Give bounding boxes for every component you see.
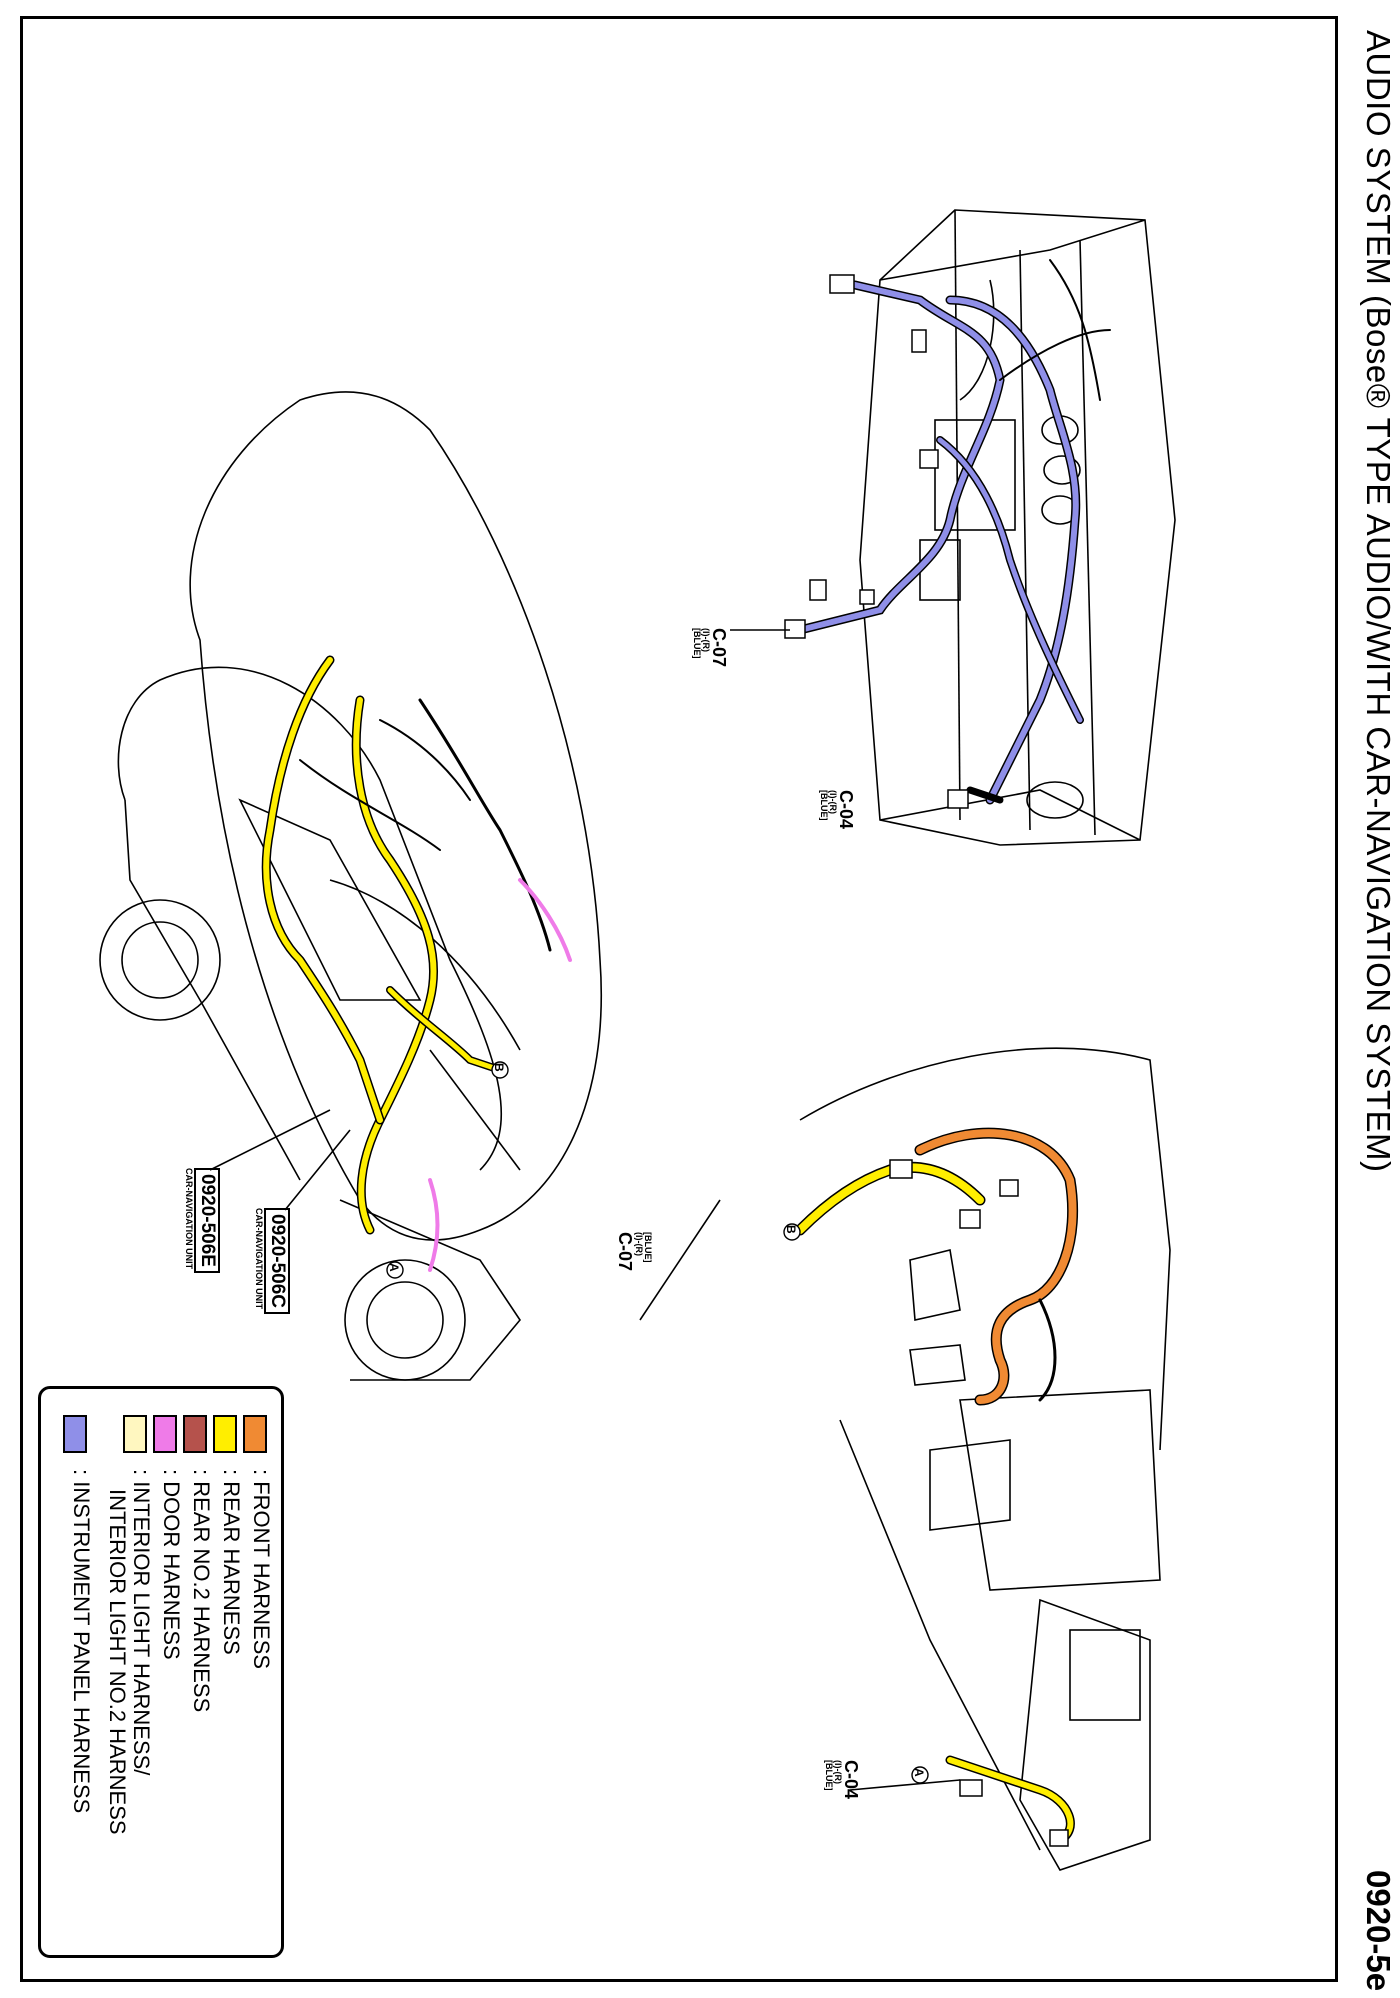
legend-swatch-front (243, 1415, 267, 1453)
legend-swatch-rear2 (183, 1415, 207, 1453)
legend-label-interior-2: INTERIOR LIGHT NO.2 HARNESS (105, 1489, 130, 1835)
legend-label-rear: : REAR HARNESS (219, 1469, 244, 1655)
unit-code: 0920-506C (264, 1208, 290, 1315)
car-harness-routing (261, 655, 572, 1272)
marker-b-car (491, 1061, 509, 1079)
car-body-drawing (99, 391, 602, 1381)
floor-harness-routing (794, 1127, 1079, 1845)
legend-label-door: : DOOR HARNESS (159, 1469, 184, 1660)
page-frame (20, 16, 1338, 1982)
legend-swatch-ip (63, 1415, 87, 1453)
connector-label-c04-floor: C-04 (I)-(R) [BLUE] (824, 1760, 861, 1800)
unit-code: 0920-506E (194, 1168, 220, 1273)
nav-unit-label-c: 0920-506C CAR-NAVIGATION UNIT (254, 1208, 290, 1315)
connector-spec: (I)-(R) (634, 1232, 644, 1256)
floor-connectors (889, 1159, 1069, 1847)
legend-swatch-door (153, 1415, 177, 1453)
connector-id: C-07 (615, 1232, 635, 1272)
marker-a-car-label: A (387, 1263, 401, 1272)
marker-b-floor-label: B (784, 1225, 798, 1234)
legend-label-interior: : INTERIOR LIGHT HARNESS/ (129, 1469, 154, 1776)
marker-a-floor-label: A (912, 1768, 926, 1777)
marker-b-car-label: B (492, 1063, 506, 1072)
leader-c04-dash (639, 1199, 721, 1321)
connector-color: [BLUE] (819, 790, 829, 821)
connector-label-c07-car: [BLUE] (I)-(R) C-07 (615, 1232, 653, 1272)
connector-color: [BLUE] (643, 1232, 653, 1263)
legend-swatch-interior (123, 1415, 147, 1453)
connector-id: C-07 (709, 628, 729, 668)
unit-caption: CAR-NAVIGATION UNIT (184, 1168, 194, 1270)
legend-label-ip: : INSTRUMENT PANEL HARNESS (69, 1469, 94, 1814)
connector-label-c04-dash: C-04 (I)-(R) [BLUE] (819, 790, 856, 830)
marker-b-floor (783, 1223, 801, 1241)
harness-legend: : FRONT HARNESS : REAR HARNESS : REAR NO… (38, 1386, 284, 1958)
connector-color: [BLUE] (692, 628, 702, 659)
unit-caption: CAR-NAVIGATION UNIT (254, 1208, 264, 1310)
legend-label-front: : FRONT HARNESS (249, 1469, 274, 1670)
car-leader-lines (209, 1049, 521, 1211)
leader-c04-floor (849, 1779, 961, 1791)
connector-id: C-04 (836, 790, 856, 830)
ip-connectors (784, 274, 969, 809)
ip-harness-routing (795, 259, 1111, 805)
connector-label-c07-dash: C-07 (I)-(R) [BLUE] (692, 628, 729, 668)
marker-a-car (386, 1261, 404, 1279)
floor-drawing (799, 1047, 1171, 1871)
connector-id: C-04 (841, 1760, 861, 1800)
connector-color: [BLUE] (824, 1760, 834, 1791)
legend-swatch-rear (213, 1415, 237, 1453)
legend-label-rear2: : REAR NO.2 HARNESS (189, 1469, 214, 1713)
nav-unit-label-e: 0920-506E CAR-NAVIGATION UNIT (184, 1168, 220, 1273)
